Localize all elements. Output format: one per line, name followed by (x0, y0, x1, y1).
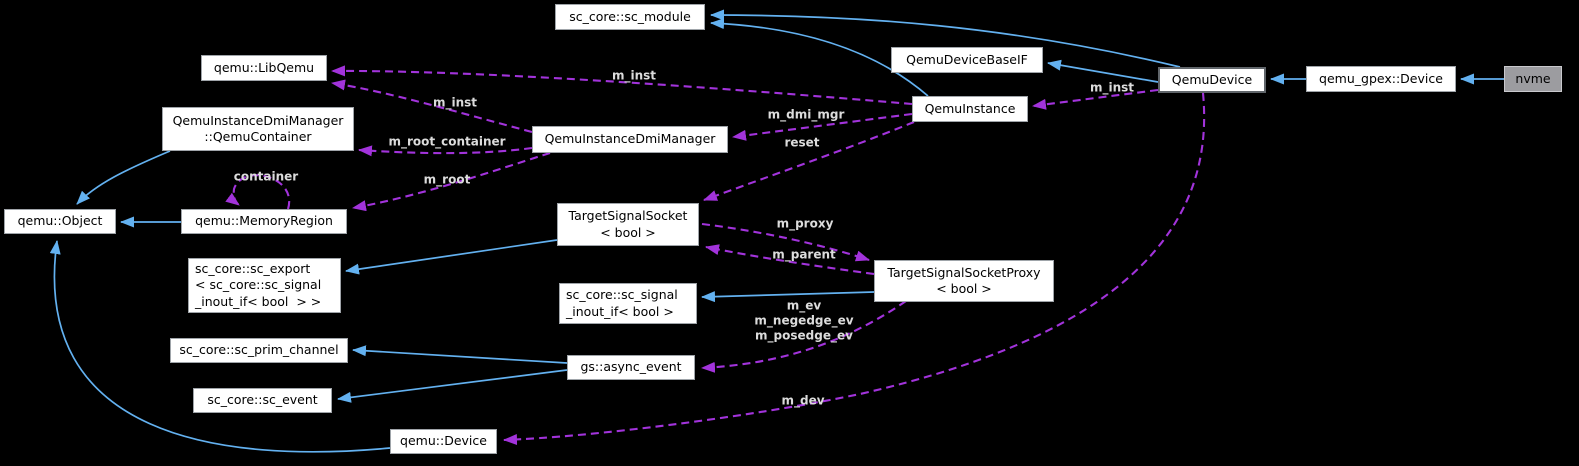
node-label-line: sc_core::sc_signal (566, 287, 678, 303)
label-m-inst-dmimanager: m_inst (433, 96, 477, 111)
node-qemu-object[interactable]: qemu::Object (4, 209, 116, 234)
label-m-parent: m_parent (772, 248, 836, 263)
edge-label-line: m_inst (611, 68, 657, 83)
edge-label-line: reset (784, 135, 820, 150)
edge-label-line: m_posedge_ev (755, 328, 853, 343)
node-nvme[interactable]: nvme (1504, 66, 1562, 92)
label-m-proxy: m_proxy (777, 217, 834, 232)
node-qemu-instance[interactable]: QemuInstance (912, 96, 1028, 122)
label-m-dev: m_dev (781, 394, 824, 409)
node-qemu-device[interactable]: QemuDevice (1158, 67, 1266, 93)
node-label-line: _inout_if< bool > > (195, 293, 322, 309)
node-label-line: nvme (1515, 70, 1551, 86)
node-qemu-container[interactable]: QemuInstanceDmiManager::QemuContainer (162, 107, 354, 151)
node-label-line: < bool > (600, 224, 656, 240)
edge-label-line: m_parent (772, 247, 836, 262)
node-label-line: qemu::Object (17, 213, 103, 229)
node-qemu-gpex-device[interactable]: qemu_gpex::Device (1306, 66, 1456, 92)
edge-m-inst-qemuinstance-to-libqemu (331, 65, 913, 106)
edge-label-line: m_root (423, 172, 471, 187)
node-label-line: QemuDeviceBaseIF (906, 51, 1028, 67)
node-label-line: QemuInstance (924, 100, 1016, 116)
edge-label-line: m_dev (781, 393, 825, 408)
label-reset: reset (784, 136, 819, 151)
edge-label-line: m_negedge_ev (754, 313, 854, 328)
node-sc-module[interactable]: sc_core::sc_module (555, 4, 705, 30)
node-qemu-device-member[interactable]: qemu::Device (390, 429, 497, 454)
edge-m-dev (503, 92, 1206, 446)
label-m-inst-qemuinstance: m_inst (612, 69, 656, 84)
node-label-line: < bool > (936, 281, 992, 296)
node-target-signal-socket[interactable]: TargetSignalSocket< bool > (557, 203, 699, 246)
edge-label-line: m_inst (1089, 80, 1135, 95)
edge-qemudevice-to-scmodule (710, 9, 1181, 68)
edge-label-line: m_ev (786, 298, 822, 313)
node-sc-event[interactable]: sc_core::sc_event (193, 388, 332, 413)
edge-proxy-to-scsignalinoutif (701, 291, 875, 303)
node-qemu-memory-region[interactable]: qemu::MemoryRegion (181, 209, 347, 234)
edge-m-inst-qemudevice-to-qemuinstance (1032, 88, 1159, 110)
node-label-line: qemu::LibQemu (213, 59, 315, 75)
node-target-signal-socket-proxy[interactable]: TargetSignalSocketProxy< bool > (874, 260, 1054, 302)
node-sc-export[interactable]: sc_core::sc_export< sc_core::sc_signal_i… (188, 258, 341, 313)
node-label-line: TargetSignalSocketProxy (887, 264, 1041, 280)
node-label-line: TargetSignalSocket (568, 208, 688, 224)
edge-label-line: m_inst (432, 95, 478, 110)
node-label-line: sc_core::sc_module (569, 8, 691, 24)
label-m-dmi-mgr: m_dmi_mgr (768, 108, 845, 123)
edge-reset (703, 121, 915, 201)
label-m-root-container: m_root_container (388, 135, 505, 150)
edge-m-root-container (358, 145, 533, 157)
node-sc-signal-inout-if[interactable]: sc_core::sc_signal_inout_if< bool > (559, 283, 697, 324)
edge-asyncevent-to-scprimchannel (352, 345, 568, 364)
node-label-line: sc_core::sc_event (207, 392, 318, 408)
edge-m-ev-group (701, 300, 907, 373)
label-m-root: m_root (424, 173, 471, 188)
label-container: container (234, 170, 298, 185)
node-label-line: qemu::Device (400, 433, 487, 449)
node-label-line: gs::async_event (580, 359, 682, 375)
node-label-line: QemuDevice (1171, 71, 1253, 87)
edge-m-inst-dmimanager-to-libqemu (331, 79, 533, 134)
edge-label-line: m_dmi_mgr (767, 107, 845, 122)
node-label-line: qemu::MemoryRegion (195, 213, 333, 229)
label-m-inst-qemudevice: m_inst (1090, 81, 1134, 96)
node-label-line: qemu_gpex::Device (1319, 70, 1443, 86)
node-sc-prim-channel[interactable]: sc_core::sc_prim_channel (170, 338, 348, 363)
edge-container-self-loop (225, 174, 291, 210)
edge-label-line: m_proxy (776, 216, 834, 231)
edge-qemucontainer-to-qemuobject (76, 150, 171, 205)
edge-label-line: container (233, 169, 299, 184)
edge-targetsignalsocket-to-scexport (345, 239, 558, 275)
node-label-line: sc_core::sc_prim_channel (179, 342, 339, 358)
node-label-line: ::QemuContainer (204, 129, 312, 144)
node-label-line: sc_core::sc_export (195, 261, 311, 277)
node-qemu-libqemu[interactable]: qemu::LibQemu (201, 55, 327, 81)
node-gs-async-event[interactable]: gs::async_event (567, 355, 695, 380)
node-label-line: < sc_core::sc_signal (195, 277, 322, 293)
edge-asyncevent-to-scevent (337, 369, 568, 403)
edge-qemuinstance-to-scmodule (710, 18, 929, 97)
edge-qemudevicemember-to-qemuobject (49, 240, 391, 453)
node-label-line: QemuInstanceDmiManager (544, 131, 716, 147)
edge-m-dmi-mgr (732, 112, 913, 141)
node-label-line: QemuInstanceDmiManager (172, 112, 344, 128)
node-qemu-instance-dmi-manager[interactable]: QemuInstanceDmiManager (532, 126, 728, 153)
edge-label-line: m_root_container (388, 134, 506, 149)
node-qemu-device-base-if[interactable]: QemuDeviceBaseIF (891, 47, 1043, 73)
node-label-line: _inout_if< bool > (566, 303, 674, 319)
edge-qemudevice-to-qemudevicebaseif (1047, 59, 1159, 83)
